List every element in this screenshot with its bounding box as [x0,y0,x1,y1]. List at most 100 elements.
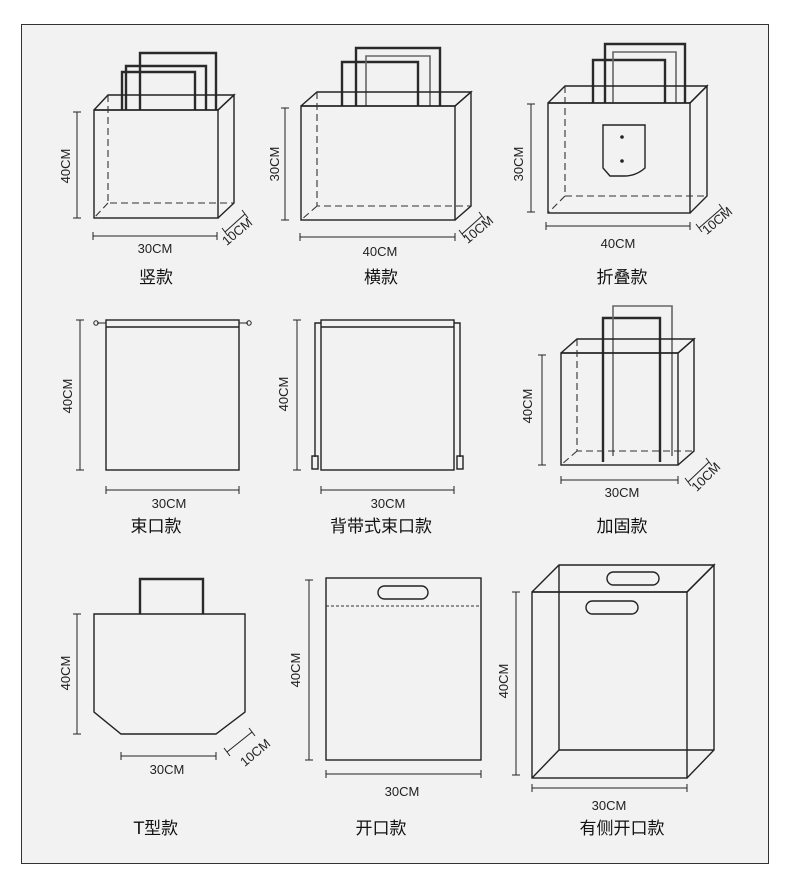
bag-foldable-side [689,84,708,214]
bag-open-side-height-label: 40CM [496,664,511,699]
bag-horizontal-depth-line [458,211,486,239]
bag-t-shape-handle [138,577,205,614]
bag-horizontal-front [300,105,456,221]
bag-open-top-body [325,577,482,761]
bag-t-shape: 40CM 30CM 10CM T型款 [58,577,273,839]
bag-drawstring-body [105,319,240,471]
bag-t-shape-depth-line [223,727,256,757]
bag-foldable-hidden-edges [547,86,707,214]
bag-open-top-height-line [305,579,313,761]
bag-drawstring: 40CM 30CM 束口款 [60,319,252,537]
bag-open-side-side [686,563,715,779]
bag-t-shape-caption: T型款 [133,819,178,839]
bag-foldable-top [547,85,709,104]
bag-horizontal-depth-label: 10CM [460,213,496,247]
bag-vertical-hidden-edges [93,95,234,219]
bag-vertical-side [217,93,235,219]
bag-open-side-handle-hole-front [585,600,639,615]
bag-horizontal-width-label: 40CM [363,244,398,259]
bag-reinforced-depth-line [684,457,713,487]
bag-reinforced-caption: 加固款 [597,517,648,537]
bag-t-shape-height-label: 40CM [58,656,73,691]
bag-backpack-drawstring: 40CM 30CM 背带式束口款 [276,319,464,537]
bag-reinforced-width-line [560,476,679,484]
bag-backpack-drawstring-width-label: 30CM [371,496,406,511]
bag-reinforced-height-label: 40CM [520,389,535,424]
bag-open-side-width-label: 30CM [592,798,627,813]
bag-backpack-drawstring-body [320,319,455,471]
bag-horizontal-hidden-edges [300,92,471,221]
bag-reinforced-handle-front [601,316,662,462]
bag-open-top-width-line [325,770,482,778]
bag-horizontal-side [454,90,472,221]
bag-drawstring-caption: 束口款 [131,517,182,537]
bag-vertical-front [93,109,219,219]
bag-backpack-drawstring-height-label: 40CM [276,377,291,412]
bag-foldable-width-line [545,222,691,230]
bag-vertical-depth-label: 10CM [219,215,255,249]
bag-foldable-snap-bottom [620,159,624,163]
bag-vertical-depth-line [221,209,249,237]
bag-drawstring-height-label: 40CM [60,379,75,414]
bag-vertical-width-line [92,232,218,240]
bag-backpack-drawstring-caption: 背带式束口款 [330,517,432,537]
bag-reinforced-height-line [538,354,546,466]
bag-vertical-handle-back2 [138,51,218,110]
bag-t-shape-height-line [73,613,81,735]
bag-vertical-handle-back [124,64,208,110]
bag-foldable-handle-back2 [603,42,687,103]
bag-foldable-caption: 折叠款 [597,268,648,288]
bag-drawstring-cord-end-right [246,320,252,326]
bag-backpack-drawstring-corner-left [311,455,319,470]
bag-backpack-drawstring-straps [314,322,461,457]
bag-backpack-drawstring-height-line [293,319,301,471]
bag-open-side-caption: 有侧开口款 [580,819,665,839]
bag-t-shape-width-label: 30CM [150,762,185,777]
bag-reinforced-side [677,337,695,466]
bag-reinforced-width-label: 30CM [605,485,640,500]
bag-vertical-handle-front [120,70,197,110]
bag-drawstring-width-line [105,486,240,494]
bag-open-top-width-label: 30CM [385,784,420,799]
bag-foldable-snap-top [620,135,624,139]
bag-foldable-height-line [527,103,535,213]
bag-horizontal-caption: 横款 [364,268,398,288]
bag-horizontal-height-label: 30CM [267,147,282,182]
bag-vertical: 40CM 30CM 10CM 竖款 [58,51,255,288]
bag-foldable-depth-label: 10CM [699,204,735,238]
bag-reinforced: 40CM 30CM 10CM 加固款 [520,305,723,537]
bag-horizontal-height-line [281,107,289,221]
bag-foldable-handle-mid [612,51,677,103]
bag-vertical-caption: 竖款 [139,268,173,288]
bag-foldable-pocket [602,124,646,177]
bag-t-shape-depth-label: 10CM [237,736,273,770]
bag-horizontal-handle-mid [365,55,431,106]
bag-reinforced-hidden-edges [560,339,694,466]
bag-horizontal: 30CM 40CM 10CM 横款 [267,46,496,288]
bag-open-top-handle-hole [377,585,429,600]
bag-open-side-width-line [531,784,688,792]
bag-reinforced-top [560,338,696,354]
bag-vertical-height-line [73,111,81,219]
bag-open-side-handle-hole-back [606,571,660,586]
bag-foldable-handle-back [591,58,667,103]
bag-foldable-width-label: 40CM [601,236,636,251]
bag-t-shape-body [93,613,246,735]
bag-foldable-depth-line [695,203,726,233]
bag-foldable-front [547,102,691,214]
bag-open-side-height-line [512,591,520,776]
bag-vertical-top [93,94,236,111]
bag-reinforced-front [560,352,679,466]
bag-reinforced-handle-back [612,305,673,456]
bag-open-side-back-edges [531,565,714,779]
bag-t-shape-width-line [120,752,217,760]
bag-backpack-drawstring-corner-right [456,455,464,470]
bag-vertical-height-label: 40CM [58,149,73,184]
bag-open-top-caption: 开口款 [356,819,407,839]
bag-horizontal-handle-back [340,60,420,106]
bag-foldable-height-label: 30CM [511,147,526,182]
bag-foldable: 30CM 40CM 10CM 折叠款 [511,42,735,288]
bag-horizontal-handle-back2 [354,46,442,106]
bag-horizontal-width-line [299,233,456,241]
